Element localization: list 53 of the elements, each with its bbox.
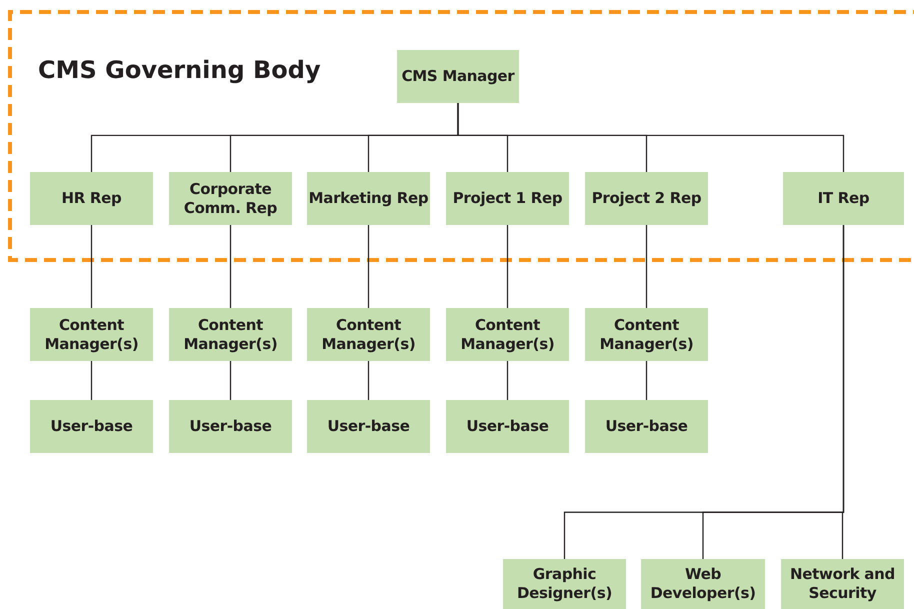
role-box [446,308,569,361]
role-label: IT Rep [818,189,870,208]
role-label: Web Developer(s) [649,565,757,603]
role-label: Project 1 Rep [452,189,562,208]
role-label: User-base [466,417,549,436]
connector-line [230,361,232,400]
role-label: Marketing Rep [308,189,428,208]
connector-line [506,225,508,308]
role-label: User-base [327,417,410,436]
role-label: User-base [189,417,272,436]
role-box [585,172,708,225]
connector-line [646,361,648,400]
role-label: User-base [50,417,133,436]
role-label: Content Manager(s) [44,316,140,354]
role-box [783,172,904,225]
role-box [30,172,153,225]
role-label: Content Manager(s) [598,316,694,354]
role-box [30,400,153,453]
role-box [307,400,430,453]
connector-line [506,361,508,400]
connector-line [646,225,648,308]
role-label: Network and Security [789,565,896,603]
role-box [585,400,708,453]
role-label: Content Manager(s) [460,316,556,354]
role-box [169,172,292,225]
role-label: HR Rep [62,189,122,208]
role-box [641,559,765,609]
role-box [169,400,292,453]
role-label: User-base [605,417,688,436]
role-box [446,400,569,453]
role-box [446,172,569,225]
connector-line [842,225,844,559]
role-box [781,559,904,609]
connector-line [368,361,370,400]
role-box [307,172,430,225]
connector-line [457,103,844,172]
connector-line [230,225,232,308]
role-label: Content Manager(s) [320,316,416,354]
role-label: Graphic Designer(s) [516,565,614,603]
role-label: Corporate Comm. Rep [182,180,278,218]
role-box [169,308,292,361]
role-box [503,559,626,609]
role-box [585,308,708,361]
role-box [307,308,430,361]
role-box [397,50,519,103]
role-label: Project 2 Rep [592,189,702,208]
group-title: CMS Governing Body [38,56,321,84]
role-box [30,308,153,361]
connector-line [90,225,92,308]
role-label: Content Manager(s) [182,316,278,354]
connector-line [368,225,370,308]
role-label: CMS Manager [402,67,514,86]
connector-line [90,361,92,400]
